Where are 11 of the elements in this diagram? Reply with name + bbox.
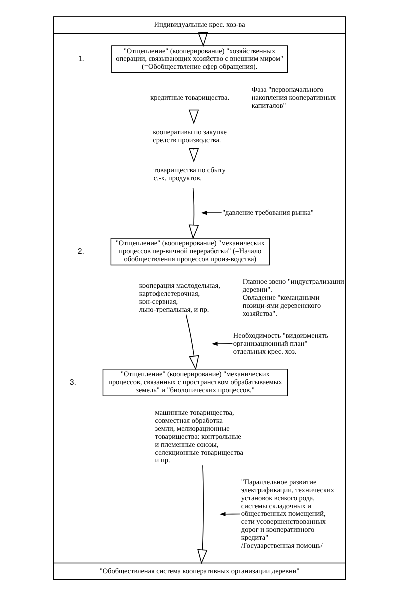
arrow <box>186 314 200 371</box>
arrow <box>198 32 208 48</box>
arrow <box>188 148 200 163</box>
arrow <box>198 465 208 564</box>
node-label: 1. <box>78 54 86 64</box>
node-label: 3. <box>70 378 77 387</box>
arrow <box>188 188 200 240</box>
arrow <box>201 211 222 216</box>
arrow <box>220 512 241 516</box>
node-label: 2. <box>78 246 84 256</box>
arrow <box>212 342 234 346</box>
